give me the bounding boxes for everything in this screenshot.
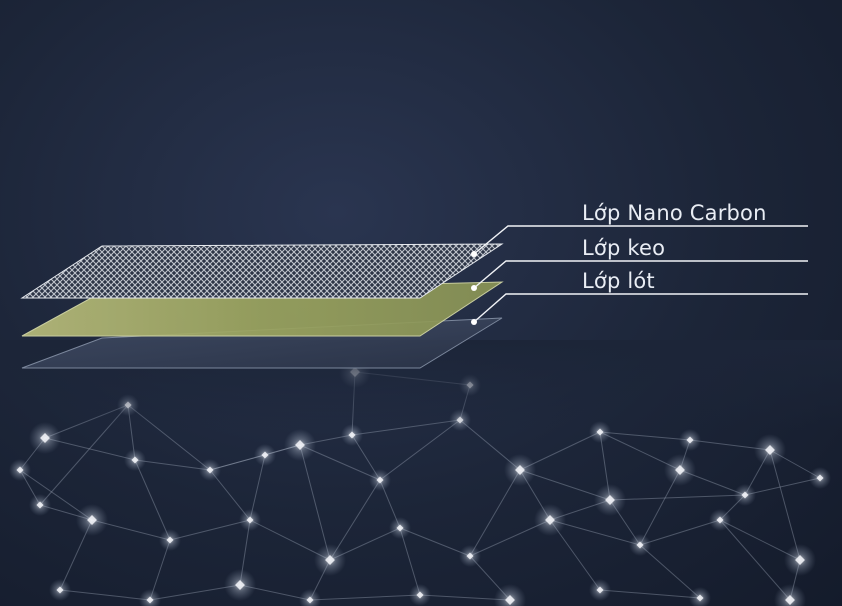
leader-line-nano-carbon	[471, 225, 808, 257]
network-node	[505, 595, 515, 605]
network-link	[309, 594, 421, 601]
network-node	[295, 440, 305, 450]
network-node	[765, 445, 775, 455]
leader-line-adhesive	[471, 260, 808, 291]
network-node	[87, 515, 97, 525]
network-link	[299, 444, 331, 561]
network-node	[741, 491, 749, 499]
network-node	[325, 555, 335, 565]
network-node	[675, 465, 685, 475]
label-nano-carbon-layer: Lớp Nano Carbon	[582, 201, 767, 225]
network-node-glow	[774, 584, 806, 606]
network-node	[696, 594, 704, 602]
network-link	[744, 477, 821, 496]
network-node	[396, 524, 404, 532]
label-adhesive-layer: Lớp keo	[582, 236, 665, 260]
network-node	[306, 596, 314, 604]
network-node	[261, 451, 269, 459]
network-node	[16, 466, 24, 474]
network-node	[605, 495, 615, 505]
network-node	[36, 501, 44, 509]
leader-line-liner	[471, 293, 808, 325]
network-link	[609, 494, 746, 501]
network-link	[639, 519, 721, 546]
nano-carbon-layer-sheet	[20, 243, 504, 299]
network-node	[206, 466, 214, 474]
network-link	[399, 527, 421, 596]
network-link	[399, 527, 471, 557]
network-link	[719, 519, 791, 601]
label-liner-layer: Lớp lót	[582, 269, 655, 293]
network-node-glow	[494, 584, 526, 606]
network-node	[56, 586, 64, 594]
network-node	[146, 596, 154, 604]
network-link	[134, 459, 211, 471]
network-node	[246, 516, 254, 524]
network-node	[348, 431, 356, 439]
network-link	[769, 449, 801, 561]
network-background	[9, 356, 831, 606]
network-node	[545, 515, 555, 525]
network-link	[134, 459, 171, 541]
network-node	[596, 428, 604, 436]
network-node	[131, 456, 139, 464]
network-link	[59, 589, 151, 601]
network-link	[599, 431, 691, 441]
network-node	[166, 536, 174, 544]
network-node	[785, 595, 795, 605]
network-link	[639, 544, 701, 599]
network-link	[599, 589, 701, 599]
network-node	[376, 476, 384, 484]
network-link	[169, 519, 251, 541]
network-node	[596, 586, 604, 594]
network-node	[816, 474, 824, 482]
network-node	[636, 541, 644, 549]
network-node	[686, 436, 694, 444]
network-node	[466, 552, 474, 560]
network-node	[416, 591, 424, 599]
network-link	[249, 454, 266, 521]
network-node	[716, 516, 724, 524]
network-node	[795, 555, 805, 565]
network-link	[469, 469, 521, 557]
network-node	[515, 465, 525, 475]
network-node	[235, 580, 245, 590]
